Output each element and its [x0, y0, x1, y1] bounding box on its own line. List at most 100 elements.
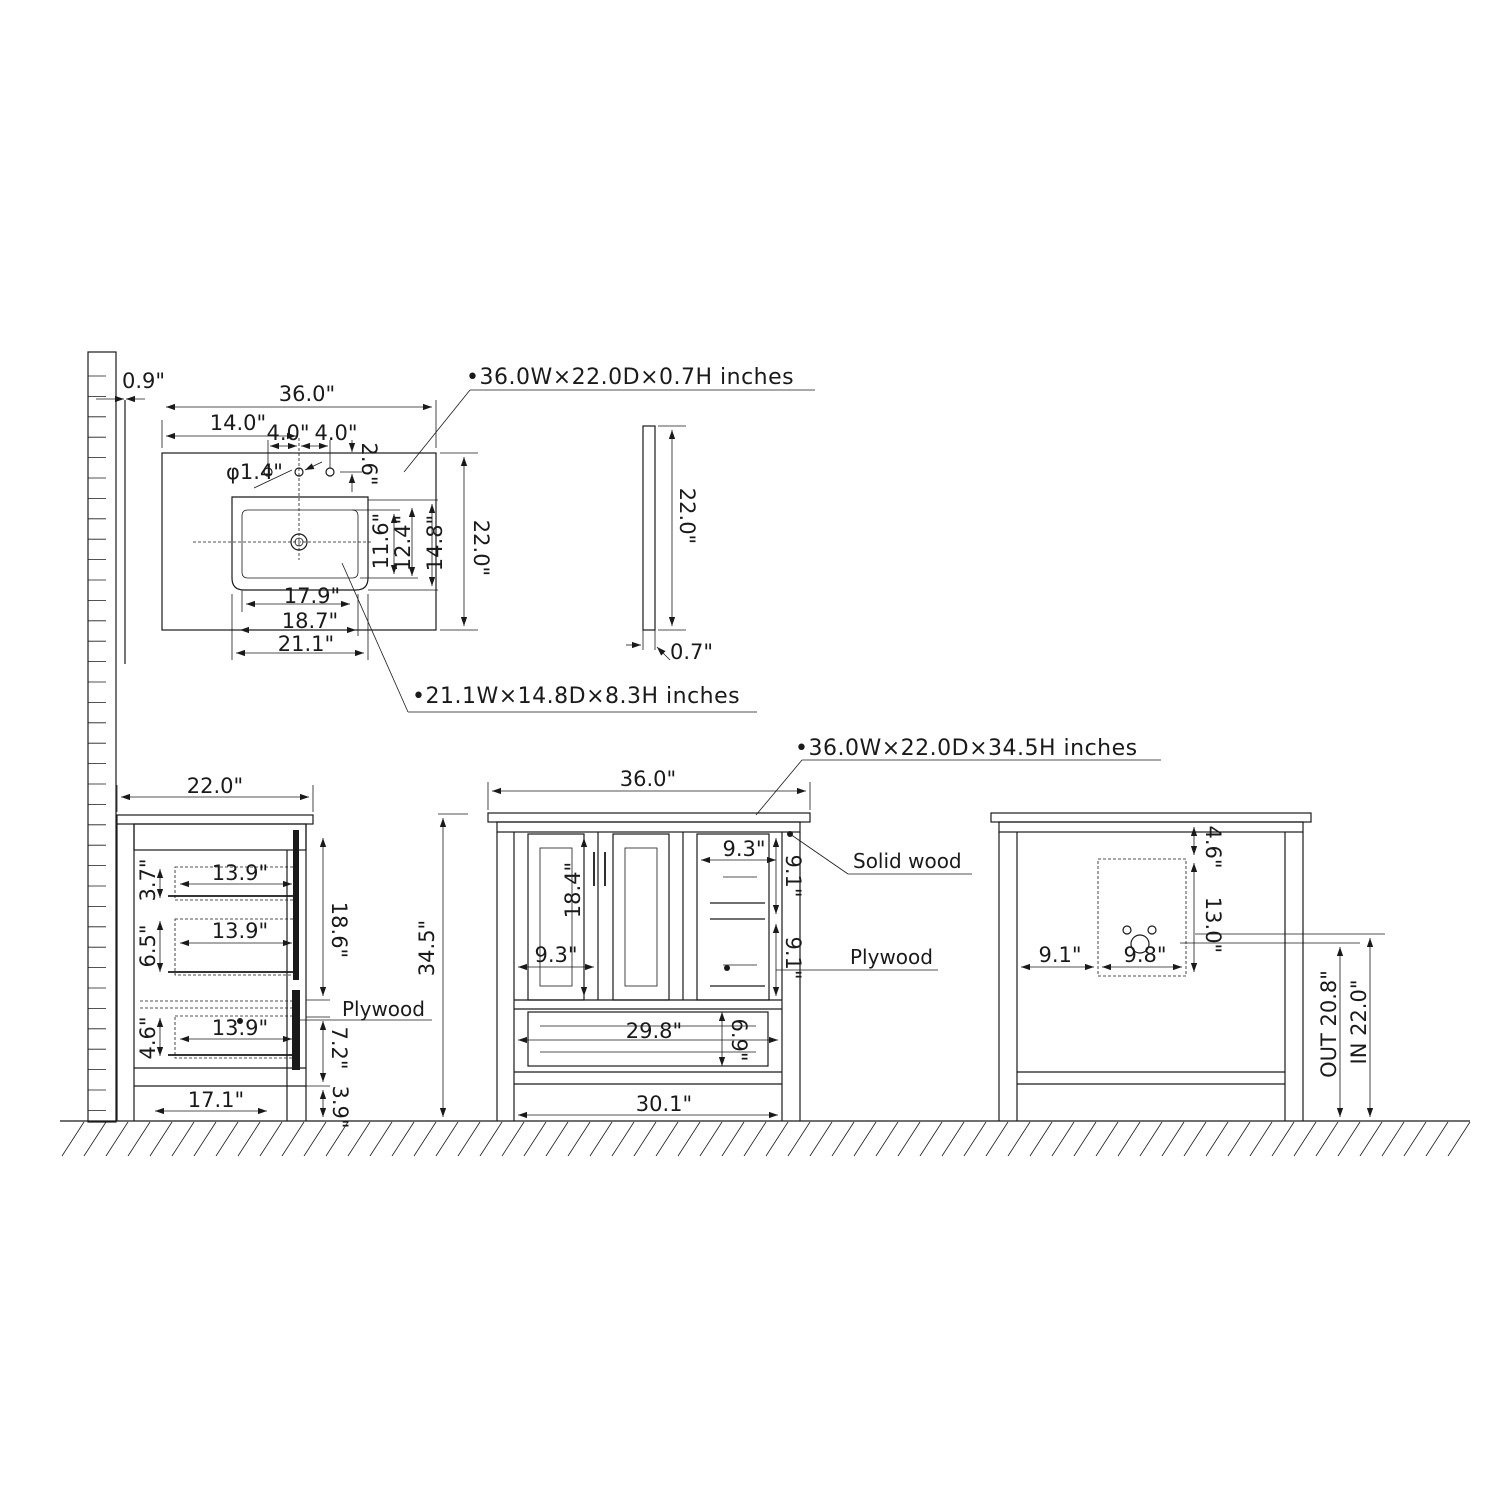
side-right-dimensions: 18.6" 7.2" 3.9" — [306, 838, 352, 1129]
ground-hatch — [1337, 1121, 1361, 1157]
ground-hatch — [985, 1121, 1009, 1157]
countertop-edge-view: 22.0" 0.7" — [626, 425, 713, 664]
ground-hatch — [699, 1121, 723, 1157]
ground-hatch — [1403, 1121, 1427, 1157]
back-top-gap-label: 4.6" — [1201, 825, 1225, 868]
ground-hatch — [1205, 1121, 1229, 1157]
toe-height-label: 3.9" — [328, 1085, 352, 1128]
ground-hatch — [875, 1121, 899, 1157]
bowl-depth-dimensions: 11.6" 12.4" 14.8" — [352, 499, 447, 591]
back-out-height-label: OUT 20.8" — [1317, 970, 1341, 1078]
ground-hatch — [721, 1121, 745, 1157]
ground-hatch — [677, 1121, 701, 1157]
door-width-label: 9.3" — [534, 943, 577, 967]
ground-hatch — [1271, 1121, 1295, 1157]
ground-hatch — [1381, 1121, 1405, 1157]
ground-hatch — [435, 1121, 459, 1157]
ground-hatch — [1227, 1121, 1251, 1157]
back-in-height-label: IN 22.0" — [1347, 980, 1371, 1065]
base-depth-label: 17.1" — [188, 1088, 244, 1112]
back-gap-dimension: 2.6" — [340, 440, 381, 492]
side-plywood-callout: Plywood — [300, 997, 432, 1021]
spread-left-label: 4.0" — [266, 421, 309, 445]
countertop-spec-note: •36.0W×22.0D×0.7H inches — [466, 365, 794, 390]
vanity-spec-note: •36.0W×22.0D×34.5H inches — [795, 736, 1138, 761]
ground-hatch — [413, 1121, 437, 1157]
ground-hatch — [1249, 1121, 1273, 1157]
ground-hatch — [1073, 1121, 1097, 1157]
ground-hatch — [523, 1121, 547, 1157]
h2-label: 6.5" — [136, 924, 160, 967]
ground-hatch — [215, 1121, 239, 1157]
bottom-drawer-width-label: 29.8" — [626, 1019, 682, 1043]
top-offset-dimension: 14.0" — [166, 411, 296, 440]
h3-label: 4.6" — [136, 1016, 160, 1059]
top-depth-dimension: 22.0" — [440, 452, 493, 631]
ground-hatch — [809, 1121, 833, 1157]
back-cutout-height-label: 13.0" — [1201, 897, 1225, 953]
ground-hatch — [105, 1121, 129, 1157]
back-dimensions: 4.6" 13.0" 9.1" 9.8" OUT 20.8" IN 22.0" — [1021, 825, 1385, 1117]
wall-gap-dimension: 0.9" — [96, 369, 165, 403]
plywood-side-label: Plywood — [342, 997, 425, 1021]
faucet-spread-dimensions: 4.0" 4.0" — [266, 421, 358, 468]
shelf2-label: 13.9" — [212, 919, 268, 943]
ground-hatch — [831, 1121, 855, 1157]
ground-hatch — [1139, 1121, 1163, 1157]
drawer-height-label: 7.2" — [327, 1026, 351, 1069]
top-width-label: 36.0" — [279, 382, 335, 406]
bottom-drawer-height-label: 6.9" — [727, 1018, 751, 1061]
side-height-dimensions: 3.7" 6.5" 4.6" — [136, 858, 164, 1060]
ground-hatch — [1425, 1121, 1449, 1157]
ground-line — [60, 1120, 1471, 1157]
note-leaders — [341, 389, 815, 713]
ground-hatch — [61, 1121, 85, 1157]
ground-hatch — [479, 1121, 503, 1157]
bowl-outer-depth-label: 14.8" — [423, 515, 447, 571]
drawer-width-label: 9.3" — [722, 837, 765, 861]
bowl-inner-width-label: 17.9" — [284, 584, 340, 608]
ground-hatch — [259, 1121, 283, 1157]
ground-hatch — [589, 1121, 613, 1157]
wall-ruler — [87, 351, 126, 1123]
inner-width-dimension: 30.1" — [518, 1092, 778, 1119]
right-drawer-dimensions: 9.3" 9.1" 9.1" — [701, 837, 805, 996]
ground-hatch — [1183, 1121, 1207, 1157]
ground-hatch — [611, 1121, 635, 1157]
total-height-dimension: 34.5" — [415, 813, 468, 1117]
ground-hatch — [941, 1121, 965, 1157]
shelf1-label: 13.9" — [212, 861, 268, 885]
top-depth-label: 22.0" — [469, 520, 493, 576]
ground-hatch — [655, 1121, 679, 1157]
top-offset-label: 14.0" — [210, 411, 266, 435]
ground-hatch — [325, 1121, 349, 1157]
front-width-dimension: 36.0" — [487, 767, 811, 810]
ground-hatch — [963, 1121, 987, 1157]
bowl-inner-depth-label: 11.6" — [369, 513, 393, 569]
bottom-drawer-dimensions: 29.8" 6.9" — [518, 1012, 778, 1066]
side-depth-label: 22.0" — [187, 774, 243, 798]
ground-hatch — [1315, 1121, 1339, 1157]
ground-hatch — [1029, 1121, 1053, 1157]
bowl-outer-width-label: 21.1" — [278, 632, 334, 656]
total-height-label: 34.5" — [415, 920, 439, 976]
ground-hatch — [171, 1121, 195, 1157]
back-left-gap-label: 9.1" — [1038, 943, 1081, 967]
h1-label: 3.7" — [136, 858, 160, 901]
side-base-dimension: 17.1" — [155, 1088, 267, 1115]
front-plywood-callout: Plywood — [776, 945, 938, 971]
ground-hatch — [853, 1121, 877, 1157]
ground-hatch — [633, 1121, 657, 1157]
sink-spec-note: •21.1W×14.8D×8.3H inches — [412, 684, 740, 709]
side-depth-dimension: 22.0" — [116, 774, 314, 812]
hole-diameter-label: φ1.4" — [226, 460, 283, 484]
ground-hatch — [1293, 1121, 1317, 1157]
top-width-dimension: 36.0" — [161, 382, 437, 448]
side-shelf-dimensions: 13.9" 13.9" 13.9" — [180, 861, 292, 1043]
inner-width-label: 30.1" — [636, 1092, 692, 1116]
ground-hatch — [1007, 1121, 1031, 1157]
ground-hatch — [1051, 1121, 1075, 1157]
bowl-width-dimensions: 17.9" 18.7" 21.1" — [231, 584, 369, 660]
spread-right-label: 4.0" — [314, 421, 357, 445]
